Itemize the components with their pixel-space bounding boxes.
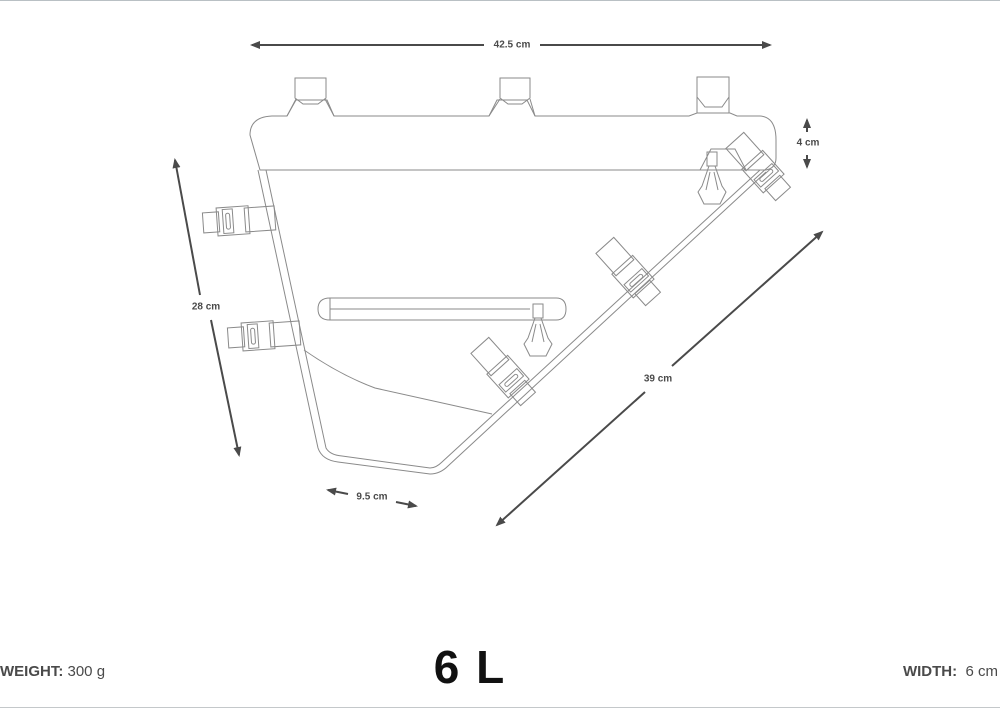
weight-value: 300 g: [67, 663, 106, 680]
volume-label: 6 L: [433, 641, 507, 693]
buckles: [201, 130, 794, 409]
dimension-top-height: 4 cm: [794, 137, 822, 149]
top-border: [0, 0, 1000, 1]
top-tube-section: [249, 76, 777, 171]
dimension-top-length: 42.5 cm: [491, 39, 533, 51]
dimension-lines: [172, 41, 824, 527]
width-spec: WIDTH: 6 cm: [903, 663, 998, 680]
dimension-front-height: 28 cm: [189, 301, 223, 313]
weight-spec: WEIGHT: 300 g: [0, 663, 105, 680]
width-label: WIDTH:: [902, 663, 958, 680]
main-body: [257, 151, 767, 475]
width-value: 6 cm: [965, 663, 998, 680]
weight-label: WEIGHT:: [0, 663, 64, 680]
dimension-diagonal-length: 39 cm: [641, 373, 675, 385]
dimension-bottom-length: 9.5 cm: [354, 491, 390, 503]
